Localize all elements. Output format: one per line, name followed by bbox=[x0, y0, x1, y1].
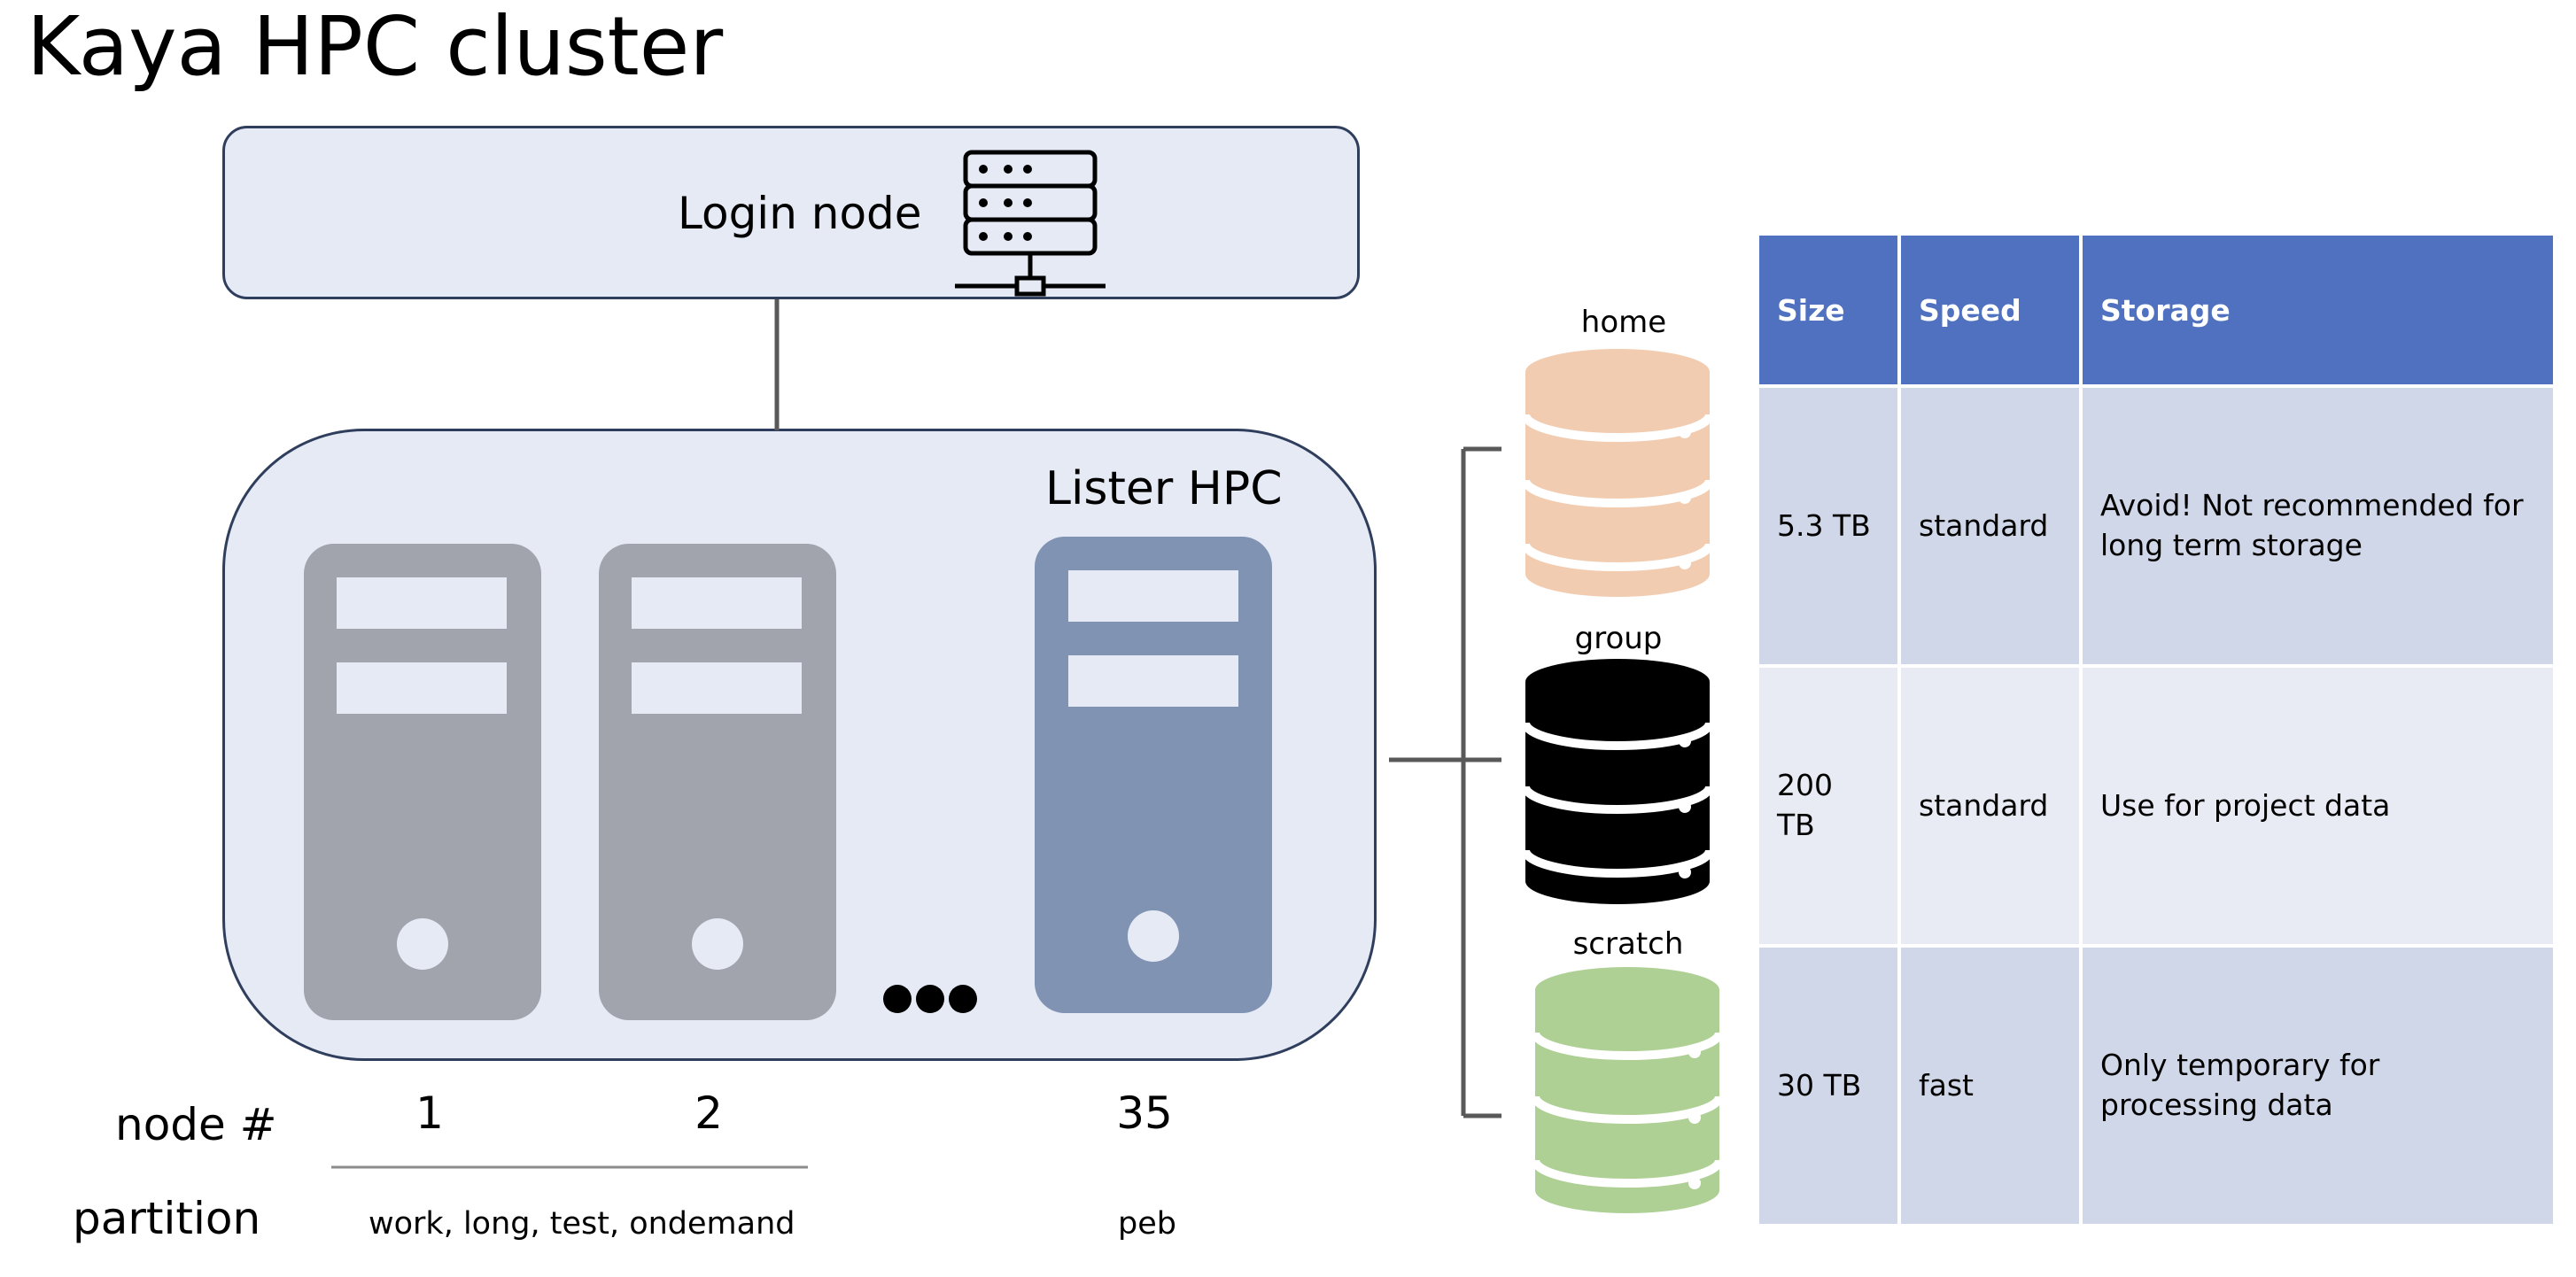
login-node-label: Login node bbox=[678, 188, 922, 239]
page-title: Kaya HPC cluster bbox=[27, 0, 724, 94]
partition-label: partition bbox=[73, 1193, 261, 1244]
scratch-database-icon bbox=[1531, 967, 1724, 1213]
cell-speed: fast bbox=[1897, 944, 2083, 1227]
header-speed: Speed bbox=[1897, 232, 2083, 388]
server-rack-icon bbox=[955, 150, 1106, 297]
node-number-label: node # bbox=[115, 1099, 277, 1150]
partition-node-35: peb bbox=[1118, 1206, 1176, 1242]
table-row: 200 TB standard Use for project data bbox=[1756, 664, 2557, 948]
cell-speed: standard bbox=[1897, 384, 2083, 668]
node-number-35: 35 bbox=[1116, 1087, 1173, 1139]
node-number-2: 2 bbox=[694, 1087, 723, 1139]
table-header-row: Size Speed Storage bbox=[1756, 232, 2557, 388]
ellipsis-dots-icon bbox=[883, 985, 977, 1013]
table-row: 5.3 TB standard Avoid! Not recommended f… bbox=[1756, 384, 2557, 668]
scratch-storage-label: scratch bbox=[1572, 926, 1684, 962]
cell-size: 200 TB bbox=[1756, 664, 1901, 948]
compute-node-35-icon bbox=[1035, 537, 1272, 1013]
login-node-box bbox=[222, 126, 1360, 299]
header-storage: Storage bbox=[2079, 232, 2557, 388]
table-row: 30 TB fast Only temporary for processing… bbox=[1756, 944, 2557, 1227]
partition-nodes-1-2: work, long, test, ondemand bbox=[369, 1206, 795, 1242]
storage-connector-bracket bbox=[1389, 446, 1501, 1118]
group-database-icon bbox=[1521, 659, 1714, 904]
compute-node-2-icon bbox=[599, 544, 836, 1020]
header-size: Size bbox=[1756, 232, 1901, 388]
compute-node-1-icon bbox=[304, 544, 541, 1020]
home-storage-label: home bbox=[1580, 305, 1667, 340]
cell-storage: Use for project data bbox=[2079, 664, 2557, 948]
cell-size: 30 TB bbox=[1756, 944, 1901, 1227]
server-rack-lights bbox=[979, 165, 1032, 241]
cell-speed: standard bbox=[1897, 664, 2083, 948]
node-number-1: 1 bbox=[415, 1087, 444, 1139]
cell-size: 5.3 TB bbox=[1756, 384, 1901, 668]
lister-hpc-label: Lister HPC bbox=[1045, 462, 1283, 515]
cell-storage: Avoid! Not recommended for long term sto… bbox=[2079, 384, 2557, 668]
group-storage-label: group bbox=[1574, 621, 1663, 656]
storage-table: Size Speed Storage 5.3 TB standard Avoid… bbox=[1756, 232, 2557, 1227]
home-database-icon bbox=[1521, 349, 1714, 597]
cell-storage: Only temporary for processing data bbox=[2079, 944, 2557, 1227]
